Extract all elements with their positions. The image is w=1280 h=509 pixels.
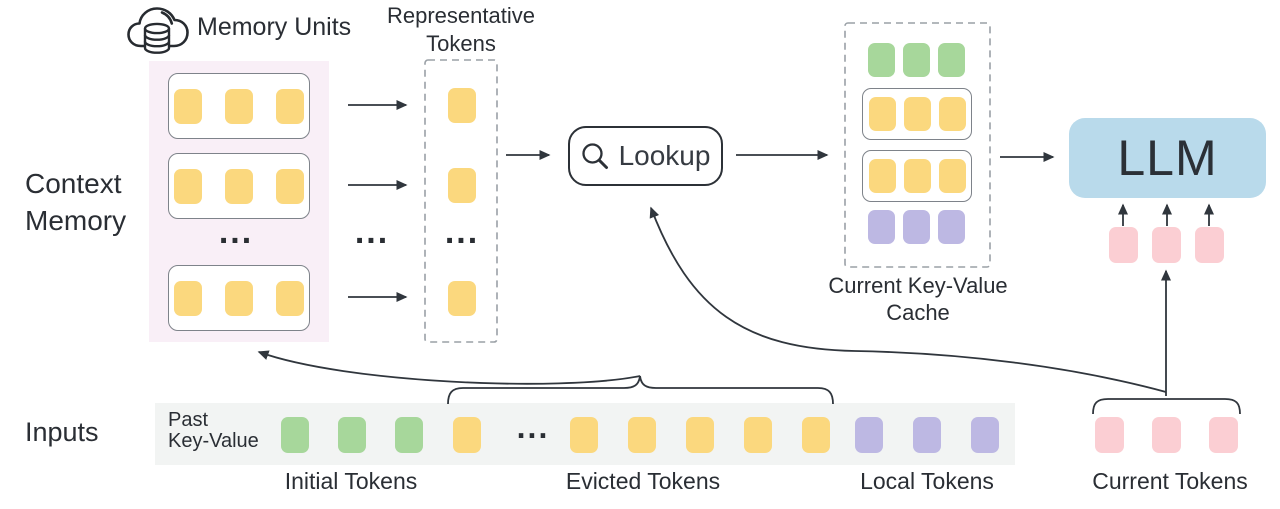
representative-token (448, 281, 476, 316)
memory-token (276, 88, 304, 124)
memory-unit (168, 73, 310, 139)
cache-memory-unit (862, 150, 972, 202)
memory-token (225, 88, 253, 124)
current-token (1152, 417, 1181, 453)
evicted-token (628, 417, 656, 453)
initial-token (395, 417, 423, 453)
memory-to-representative-arrows (348, 100, 408, 302)
lookup-label: Lookup (618, 140, 711, 171)
initial-token (281, 417, 309, 453)
cache-local-token (938, 210, 965, 244)
llm-input-token (1152, 227, 1181, 263)
cache-memory-token (903, 97, 931, 131)
memory-token (174, 88, 202, 124)
evicted-token (570, 417, 598, 453)
kv-cache-label-line1: Current Key-Value (828, 273, 1008, 298)
llm-input-token (1109, 227, 1138, 263)
token-to-llm-arrows (1118, 203, 1214, 226)
memory-token (174, 280, 202, 316)
evicted-token (453, 417, 481, 453)
llm-label: LLM (1117, 130, 1218, 186)
local-token (913, 417, 941, 453)
memory-token (276, 280, 304, 316)
initial-token (338, 417, 366, 453)
arrows-ellipsis: ... (355, 213, 389, 251)
evicted-token (802, 417, 830, 453)
memory-token (225, 280, 253, 316)
context-memory-label-line2: Memory (25, 205, 127, 236)
cache-memory-token (938, 159, 966, 193)
local-tokens-label: Local Tokens (860, 468, 994, 494)
evicted-to-memory-arrow (257, 350, 641, 385)
memory-token (225, 168, 253, 204)
cache-initial-token (868, 43, 895, 77)
current-tokens-label: Current Tokens (1092, 468, 1248, 494)
representative-token (448, 88, 476, 123)
context-memory-label-line1: Context (25, 168, 122, 199)
memory-unit (168, 265, 310, 331)
past-kv-label-line1: Past (168, 409, 209, 431)
evicted-token (686, 417, 714, 453)
cache-initial-token (938, 43, 965, 77)
cache-initial-token (903, 43, 930, 77)
magnifier-icon (581, 142, 610, 171)
cache-memory-unit (862, 88, 972, 140)
cache-memory-token (938, 97, 966, 131)
inputs-label: Inputs (25, 417, 99, 447)
current-token (1209, 417, 1238, 453)
cache-memory-token (868, 97, 896, 131)
past-kv-label-line2: Key-Value (168, 430, 259, 452)
kv-cache-label: Current Key-Value Cache (808, 272, 1028, 326)
lookup-box: Lookup (568, 126, 723, 186)
representative-ellipsis: ... (445, 213, 479, 251)
current-token (1095, 417, 1124, 453)
local-token (855, 417, 883, 453)
memory-token (174, 168, 202, 204)
memory-token (276, 168, 304, 204)
current-tokens-bracket (1092, 398, 1241, 415)
memory-unit (168, 153, 310, 219)
llm-box: LLM (1069, 118, 1266, 198)
llm-input-token (1195, 227, 1224, 263)
initial-tokens-label: Initial Tokens (284, 468, 418, 494)
evicted-tokens-label: Evicted Tokens (565, 468, 721, 494)
evicted-token (744, 417, 772, 453)
representative-tokens-label-line2: Tokens (426, 31, 496, 56)
cache-memory-token (903, 159, 931, 193)
local-token (971, 417, 999, 453)
memory-cloud-icon (126, 3, 190, 55)
kv-cache-label-line2: Cache (886, 300, 950, 325)
cache-local-token (903, 210, 930, 244)
memory-units-label: Memory Units (197, 13, 352, 41)
representative-tokens-label-line1: Representative (387, 3, 535, 28)
representative-token (448, 168, 476, 203)
evicted-tokens-brace (447, 375, 834, 405)
past-kv-label: Past Key-Value (168, 410, 259, 452)
cache-local-token (868, 210, 895, 244)
cache-memory-token (868, 159, 896, 193)
context-memory-label: Context Memory (25, 165, 126, 239)
representative-tokens-label: Representative Tokens (360, 2, 562, 58)
